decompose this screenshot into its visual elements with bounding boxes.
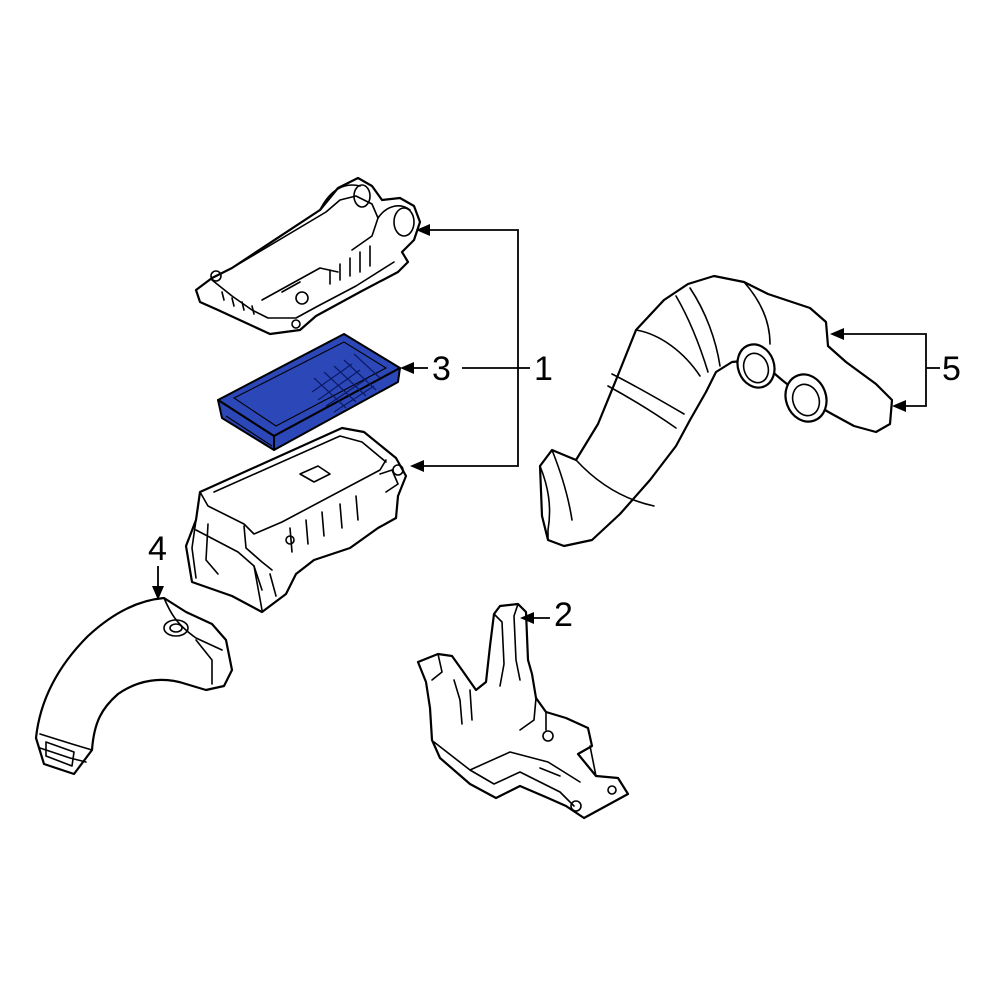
mounting-bracket[interactable] xyxy=(416,602,630,820)
filter-mesh-line xyxy=(311,363,353,393)
filter-inner-frame xyxy=(232,341,388,427)
callout-4: 4 xyxy=(148,530,167,568)
air-cleaner-lower-housing[interactable] xyxy=(184,426,408,614)
callout-2: 2 xyxy=(554,596,573,634)
filter-mesh-line xyxy=(317,369,361,401)
filter-mesh xyxy=(311,353,381,413)
filter-mesh-line xyxy=(323,371,357,403)
callout-5: 5 xyxy=(942,350,961,388)
filter-mesh-line xyxy=(325,377,369,407)
filter-mesh-line xyxy=(343,359,377,391)
outlet-hose[interactable] xyxy=(538,274,894,548)
callout-3: 3 xyxy=(432,350,451,388)
filter-mesh-line xyxy=(333,385,375,413)
inlet-duct[interactable] xyxy=(34,596,234,776)
filter-mesh-line xyxy=(313,377,347,409)
filter-mesh-line xyxy=(353,353,381,379)
air-cleaner-upper-cover[interactable] xyxy=(194,176,422,336)
filter-mesh-line xyxy=(333,365,367,397)
air-filter-element[interactable] xyxy=(217,333,401,451)
callout-1: 1 xyxy=(534,350,553,388)
filter-front-face xyxy=(273,367,401,451)
callout-leaders xyxy=(152,224,940,624)
